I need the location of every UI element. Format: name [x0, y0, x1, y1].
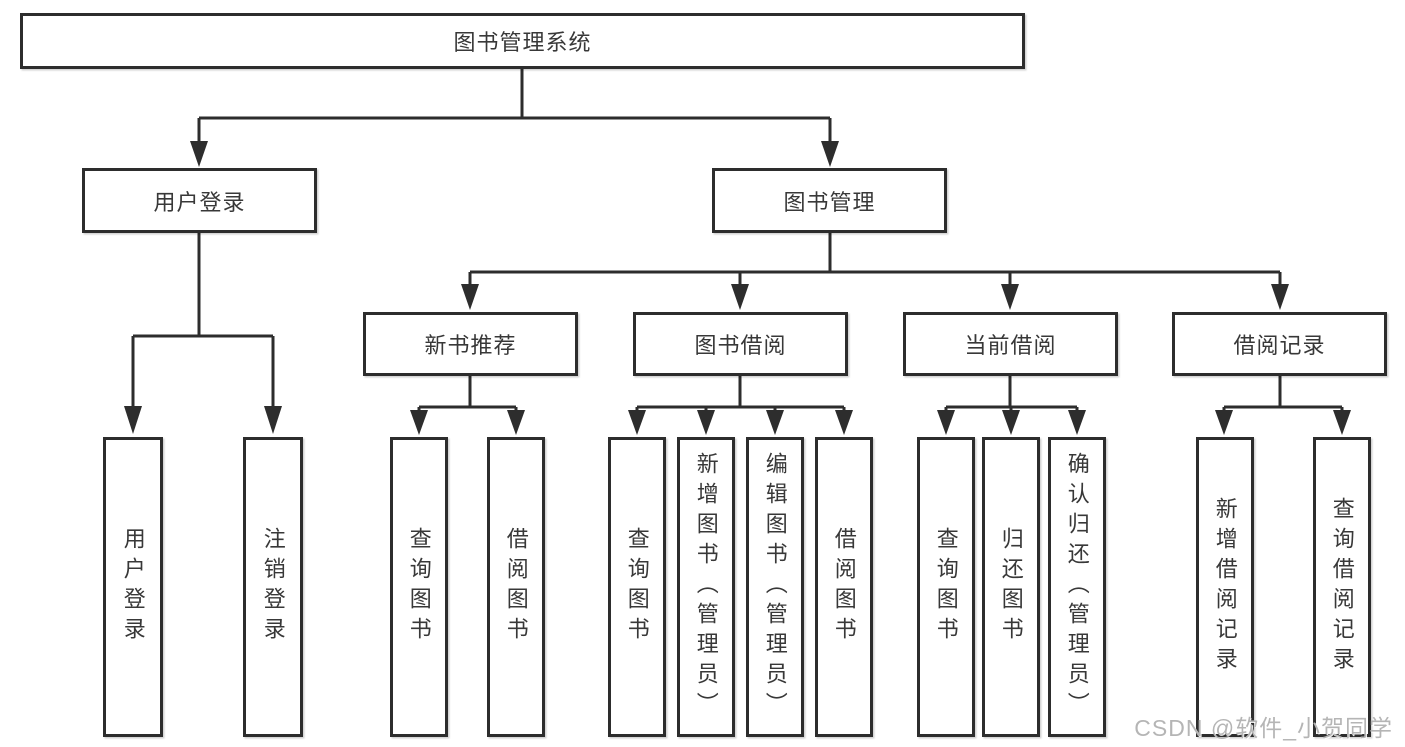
node-borrow-records: 借阅记录 — [1172, 312, 1387, 376]
leaf-add-borrow-record: 新增借阅记录 — [1196, 437, 1254, 737]
node-new-book-recommend: 新书推荐 — [363, 312, 578, 376]
node-label: 确认归还（管理员） — [1064, 452, 1090, 722]
leaf-query-books-1: 查询图书 — [390, 437, 448, 737]
node-label: 查询图书 — [933, 527, 959, 647]
leaf-return-book: 归还图书 — [982, 437, 1040, 737]
node-book-borrow: 图书借阅 — [633, 312, 848, 376]
node-label: 借阅图书 — [831, 527, 857, 647]
node-library-management-system: 图书管理系统 — [20, 13, 1025, 69]
node-book-management: 图书管理 — [712, 168, 947, 233]
leaf-logout-login: 注销登录 — [243, 437, 303, 737]
node-label: 借阅记录 — [1233, 333, 1326, 358]
leaf-user-login: 用户登录 — [103, 437, 163, 737]
leaf-query-borrow-record: 查询借阅记录 — [1313, 437, 1371, 737]
leaf-add-book-admin: 新增图书（管理员） — [677, 437, 735, 737]
node-label: 新书推荐 — [424, 333, 517, 358]
node-label: 查询借阅记录 — [1329, 497, 1355, 677]
node-label: 编辑图书（管理员） — [762, 452, 788, 722]
leaf-edit-book-admin: 编辑图书（管理员） — [746, 437, 804, 737]
node-label: 图书借阅 — [694, 333, 787, 358]
node-label: 新增借阅记录 — [1212, 497, 1238, 677]
leaf-confirm-return-admin: 确认归还（管理员） — [1048, 437, 1106, 737]
leaf-borrow-books-1: 借阅图书 — [487, 437, 545, 737]
node-label: 查询图书 — [406, 527, 432, 647]
node-label: 查询图书 — [624, 527, 650, 647]
node-current-borrow: 当前借阅 — [903, 312, 1118, 376]
node-label: 新增图书（管理员） — [693, 452, 719, 722]
leaf-query-books-3: 查询图书 — [917, 437, 975, 737]
node-user-login: 用户登录 — [82, 168, 317, 233]
node-label: 图书管理系统 — [453, 30, 592, 55]
leaf-query-books-2: 查询图书 — [608, 437, 666, 737]
node-label: 用户登录 — [153, 189, 246, 215]
node-label: 当前借阅 — [964, 333, 1057, 358]
node-label: 图书管理 — [783, 189, 876, 215]
node-label: 归还图书 — [998, 527, 1024, 647]
node-label: 借阅图书 — [503, 527, 529, 647]
node-label: 注销登录 — [260, 527, 286, 647]
csdn-watermark: CSDN @软件_小贺同学 — [1134, 715, 1393, 741]
node-label: 用户登录 — [120, 527, 146, 647]
leaf-borrow-books-2: 借阅图书 — [815, 437, 873, 737]
